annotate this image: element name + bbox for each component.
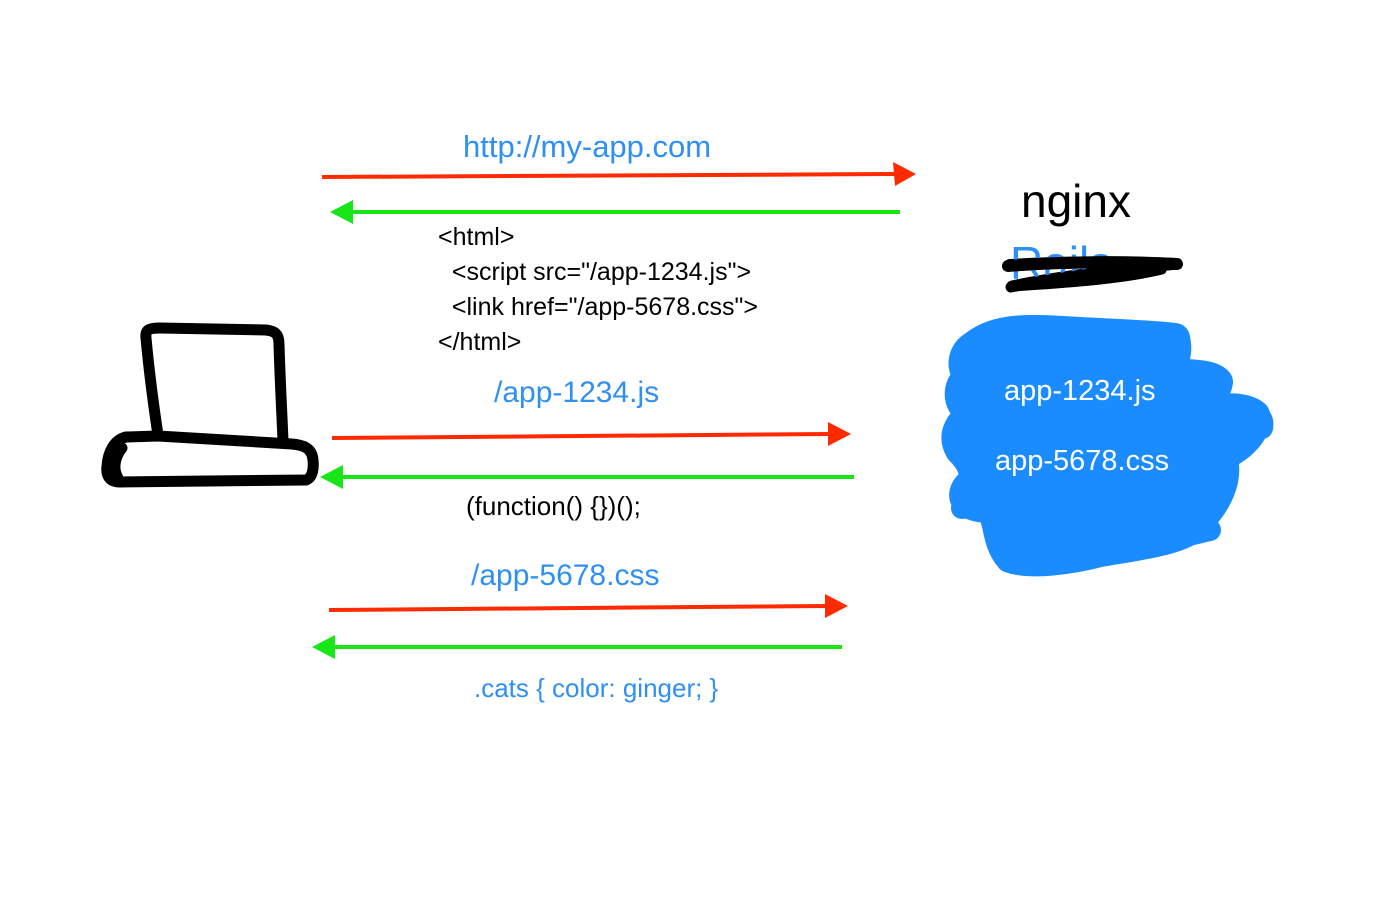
response-line: </html>: [438, 328, 522, 356]
request-arrow: [328, 594, 848, 618]
cache-blob: [941, 314, 1274, 577]
request-label: /app-5678.css: [471, 559, 660, 592]
request-label: /app-1234.js: [494, 376, 660, 409]
response-arrow: [312, 635, 842, 659]
struck-server-name: Rails: [1010, 237, 1113, 289]
request-arrow: [331, 422, 851, 446]
cached-file: app-1234.js: [1004, 375, 1156, 407]
response-line: <link href="/app-5678.css">: [438, 293, 759, 321]
response-line: <script src="/app-1234.js">: [438, 258, 752, 286]
response-body: (function() {})();: [466, 491, 641, 521]
cached-file: app-5678.css: [995, 445, 1170, 477]
request-arrow: [321, 162, 916, 186]
request-label: http://my-app.com: [463, 129, 712, 164]
response-line: <html>: [438, 223, 515, 251]
arrow-group: [312, 162, 916, 659]
response-arrow: [320, 465, 854, 489]
response-body: .cats { color: ginger; }: [474, 673, 719, 703]
laptop-icon: [101, 322, 319, 488]
server-name: nginx: [1021, 175, 1131, 227]
response-arrow: [330, 200, 900, 224]
